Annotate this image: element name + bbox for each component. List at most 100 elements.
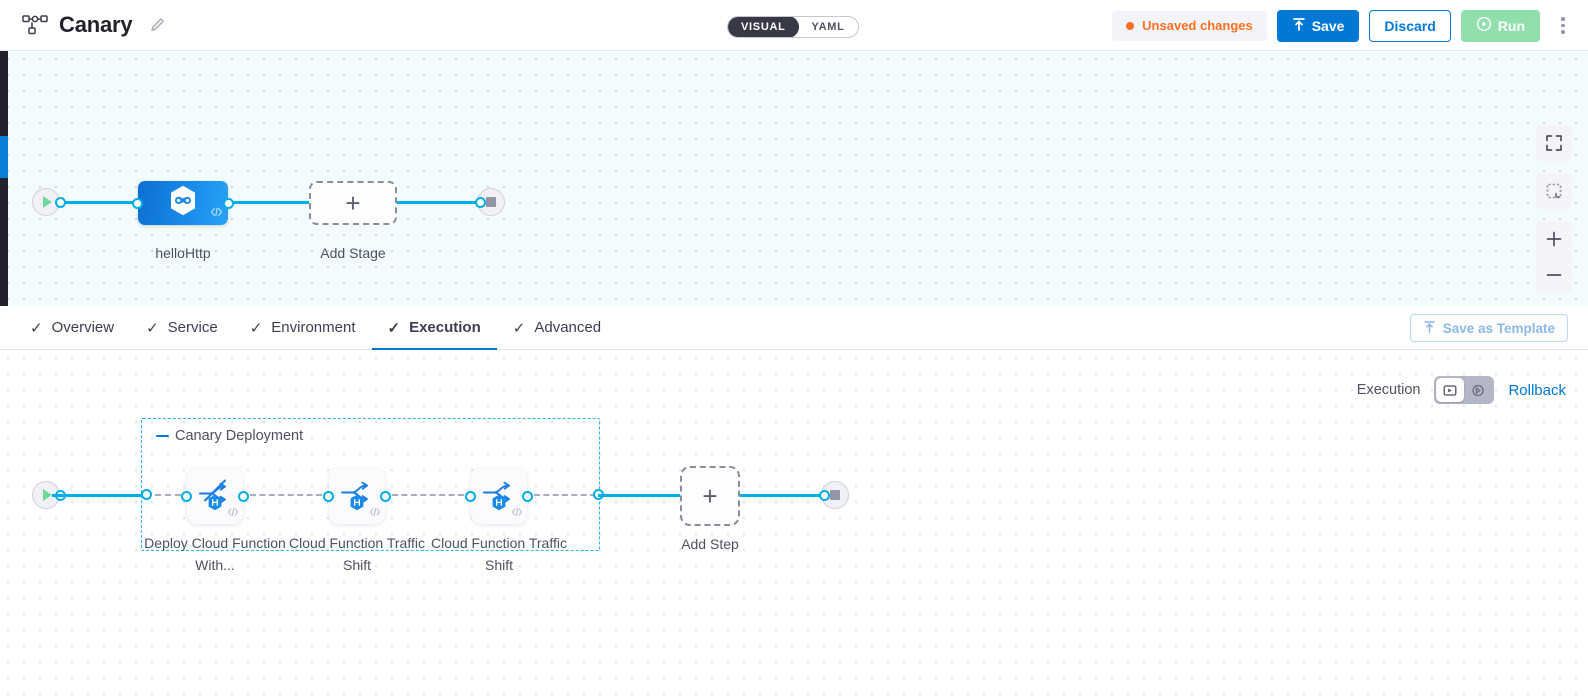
check-icon: ✓ — [512, 319, 526, 337]
check-icon: ✓ — [249, 319, 263, 337]
tab-execution-label: Execution — [409, 319, 481, 336]
code-brackets-icon — [369, 504, 381, 522]
stage-node-label: helloHttp — [155, 245, 211, 261]
run-button-label: Run — [1497, 17, 1525, 34]
group-input-port[interactable] — [141, 489, 152, 500]
harness-hexagon-icon — [168, 185, 198, 222]
tab-service[interactable]: ✓ Service — [130, 306, 234, 350]
step1-input-port[interactable] — [181, 490, 192, 502]
unsaved-changes-label: Unsaved changes — [1142, 18, 1253, 33]
zoom-to-fit-button[interactable] — [1536, 173, 1572, 209]
execution-view-icon[interactable] — [1436, 378, 1465, 402]
mode-option-yaml[interactable]: YAML — [811, 21, 845, 33]
header-left-group: Canary — [0, 12, 167, 38]
header-actions: Unsaved changes Save Discard Run — [1112, 0, 1574, 51]
step-node-label: Cloud Function Traffic Shift — [289, 535, 425, 573]
step-group-title: Canary Deployment — [175, 428, 304, 444]
zoom-inout-group[interactable] — [1536, 221, 1572, 293]
run-play-icon — [1476, 16, 1492, 35]
traffic-shift-icon — [340, 477, 374, 512]
pipeline-nodes-icon — [22, 14, 48, 36]
fullscreen-button[interactable] — [1536, 125, 1572, 161]
tab-overview-label: Overview — [51, 319, 115, 336]
step-node-deploy-cloud-function[interactable]: Deploy Cloud Function With... — [144, 468, 286, 573]
save-button[interactable]: Save — [1276, 9, 1360, 42]
run-button[interactable]: Run — [1460, 9, 1540, 42]
add-step-label: Add Step — [681, 536, 739, 552]
edge-stage-to-addstage — [228, 201, 313, 204]
add-step-button[interactable]: + — [680, 466, 740, 526]
edge-group-in — [145, 494, 181, 496]
step-node-label: Deploy Cloud Function With... — [144, 535, 286, 573]
canvas-left-edge — [0, 51, 8, 306]
save-as-template-label: Save as Template — [1442, 320, 1555, 336]
code-brackets-icon — [227, 504, 239, 522]
kebab-menu-icon[interactable] — [1552, 10, 1574, 42]
step-node-traffic-shift-1[interactable]: Cloud Function Traffic Shift — [289, 468, 425, 573]
stage-input-port[interactable] — [132, 197, 143, 209]
stage-node-hellohttp[interactable]: helloHttp — [132, 181, 234, 261]
code-brackets-icon — [210, 204, 223, 222]
save-button-label: Save — [1311, 17, 1345, 34]
template-upload-icon — [1423, 320, 1436, 337]
fullscreen-icon — [1536, 125, 1572, 161]
add-stage-button[interactable]: + — [309, 181, 397, 225]
tab-advanced-label: Advanced — [534, 319, 602, 336]
rollback-link[interactable]: Rollback — [1508, 381, 1566, 399]
step-node-label: Cloud Function Traffic Shift — [431, 535, 567, 573]
add-step-node[interactable]: + Add Step — [680, 466, 740, 552]
tab-advanced[interactable]: ✓ Advanced — [497, 306, 617, 350]
execution-rollback-toggle[interactable] — [1434, 376, 1495, 404]
edge-step2-to-step3 — [392, 494, 464, 496]
edge-addstage-to-end — [395, 201, 485, 204]
mode-option-visual[interactable]: VISUAL — [728, 17, 799, 37]
edge-start-to-stage — [52, 201, 142, 204]
zoom-in-icon[interactable] — [1536, 221, 1572, 257]
save-as-template-button[interactable]: Save as Template — [1409, 314, 1568, 342]
pipeline-start-node[interactable] — [32, 188, 66, 216]
unsaved-changes-badge: Unsaved changes — [1112, 10, 1267, 41]
rollback-view-icon[interactable] — [1464, 378, 1492, 402]
harness-hexagon-badge — [491, 494, 507, 516]
tab-overview[interactable]: ✓ Overview — [14, 306, 130, 350]
pencil-edit-icon[interactable] — [143, 16, 167, 34]
tab-execution[interactable]: ✓ Execution — [371, 306, 498, 351]
step2-output-port[interactable] — [380, 490, 391, 502]
zoom-out-icon[interactable] — [1536, 257, 1572, 293]
stage-tab-bar: ✓ Overview ✓ Service ✓ Environment ✓ Exe… — [0, 306, 1588, 351]
start-output-port[interactable] — [55, 196, 66, 208]
step-group-canary-deployment[interactable]: Canary Deployment — [141, 418, 600, 551]
pipeline-end-node[interactable] — [475, 188, 505, 216]
end-input-port[interactable] — [475, 196, 486, 208]
add-stage-node[interactable]: + Add Stage — [309, 181, 397, 261]
harness-hexagon-badge — [349, 494, 365, 516]
discard-button[interactable]: Discard — [1369, 9, 1451, 42]
code-brackets-icon — [511, 504, 523, 522]
check-icon: ✓ — [146, 319, 159, 337]
step3-output-port[interactable] — [522, 490, 533, 502]
pipeline-stage-canvas[interactable]: helloHttp + Add Stage — [0, 51, 1588, 306]
plus-icon: + — [702, 481, 718, 511]
add-stage-label: Add Stage — [320, 245, 386, 261]
plus-icon: + — [345, 188, 361, 218]
execution-steps-canvas[interactable]: Execution Rollback — [0, 350, 1588, 699]
collapse-dash-icon[interactable] — [156, 434, 169, 438]
discard-button-label: Discard — [1384, 17, 1436, 34]
step1-output-port[interactable] — [238, 490, 249, 502]
tab-environment[interactable]: ✓ Environment — [234, 306, 372, 350]
tab-environment-label: Environment — [271, 319, 356, 336]
tab-service-label: Service — [167, 319, 218, 336]
step3-input-port[interactable] — [465, 490, 476, 502]
check-icon: ✓ — [30, 319, 43, 337]
step-group-header[interactable]: Canary Deployment — [156, 428, 303, 444]
step2-input-port[interactable] — [323, 490, 334, 502]
execution-end-port[interactable] — [819, 489, 830, 501]
mode-toggle[interactable]: VISUAL YAML — [727, 16, 859, 38]
edge-group-to-addstep — [598, 494, 680, 497]
stage-output-port[interactable] — [223, 197, 234, 209]
edge-group-out — [534, 494, 596, 496]
step-node-traffic-shift-2[interactable]: Cloud Function Traffic Shift — [431, 468, 567, 573]
zoom-to-fit-icon — [1536, 173, 1572, 209]
execution-end-node[interactable] — [819, 481, 849, 509]
